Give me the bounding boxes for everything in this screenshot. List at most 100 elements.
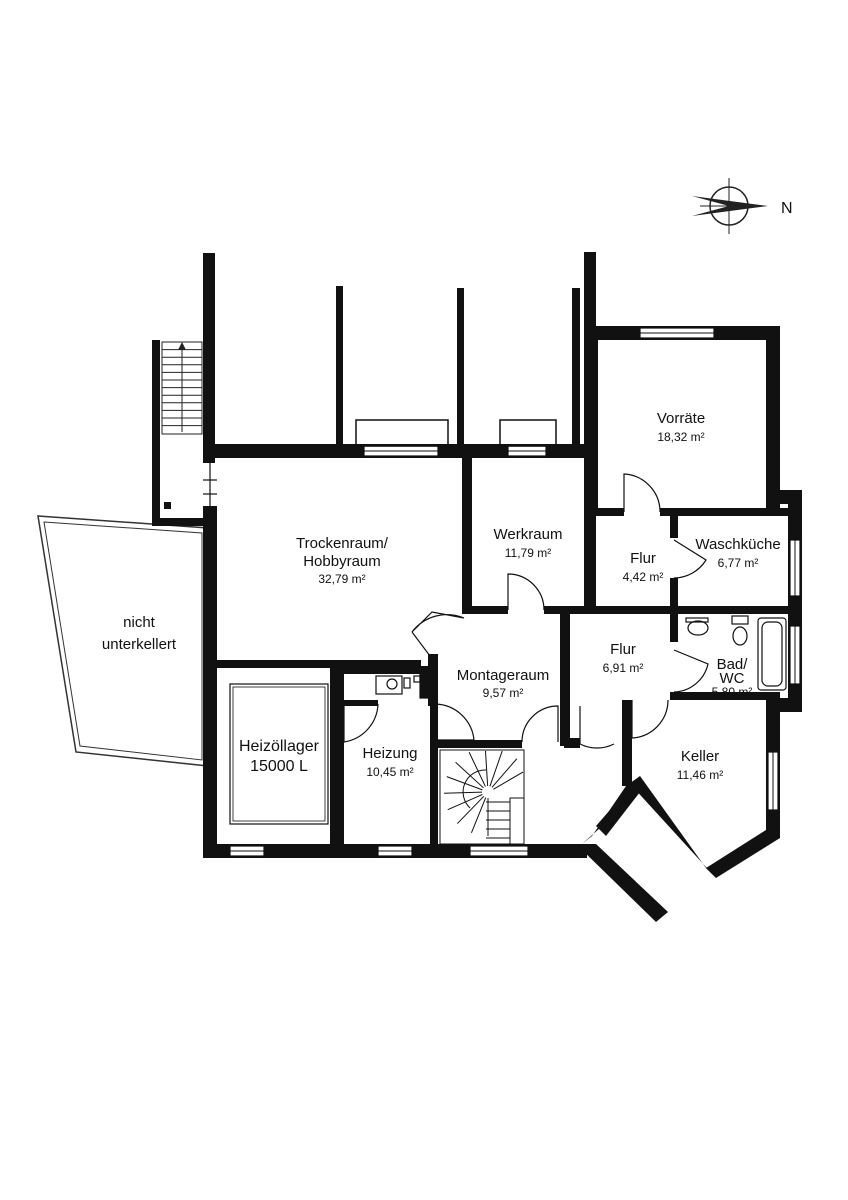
wall-werkraum-right [584, 456, 596, 614]
wall-trockenraum-bottom [203, 660, 421, 668]
wall-keller-diag [632, 776, 716, 878]
wall-bad-left-a [670, 606, 678, 642]
fence-post-5 [584, 252, 596, 332]
flur-upper-name: Flur [630, 550, 656, 567]
doors [343, 473, 709, 749]
exterior-stairs-wall-left [152, 340, 160, 526]
vorraete-name: Vorräte [657, 410, 705, 427]
wall-vorraete-right [766, 326, 780, 514]
wall-montage-left-a [428, 654, 438, 706]
wall-heizoellager-right [330, 666, 338, 856]
door-heizung [343, 703, 379, 743]
bad-wc-name-line2: WC [720, 670, 745, 687]
door-flur-lower-left [579, 706, 615, 749]
wall-entrance-upper [596, 780, 640, 836]
montageraum-name: Montageraum [457, 667, 550, 684]
trockenraum-name-line2: Hobbyraum [303, 553, 381, 570]
interior-staircase [439, 749, 525, 845]
interior-stair-tread [493, 771, 524, 790]
heizoellager-name-line1: Heizöllager [239, 738, 320, 755]
wall-waschkueche-left-b [670, 578, 678, 614]
door-vorraete [623, 473, 661, 513]
interior-stair-tread [455, 761, 484, 789]
exterior-stairs-arrow-head [178, 342, 186, 350]
wall-flur-lower-left [560, 614, 570, 746]
wall-flur-lower-notch [564, 738, 580, 748]
bad-wc-area: 5,80 m² [712, 685, 753, 699]
wall-waschkueche-top [660, 508, 802, 516]
side-opening [203, 462, 217, 506]
fence-post-1 [203, 253, 215, 463]
montageraum-area: 9,57 m² [483, 686, 524, 700]
interior-stair-tread [489, 750, 503, 787]
waschkueche-area: 6,77 m² [718, 556, 759, 570]
wall-flur-divider [584, 606, 678, 614]
fence-post-2 [336, 286, 343, 446]
oil-tank-outer [229, 683, 329, 825]
wall-werkraum-bottom-b [544, 606, 598, 614]
light-well-1 [355, 419, 449, 447]
unexcavated-label-line1: nicht [123, 614, 156, 631]
interior-stair-tread [446, 776, 483, 791]
interior-stair-tread [447, 793, 483, 811]
room-labels: Vorräte 18,32 m² Trockenraum/ Hobbyraum … [239, 410, 781, 782]
door-werkraum [507, 573, 545, 611]
bathroom-fixtures [685, 615, 787, 691]
wall-left-upper [203, 506, 217, 666]
flur-lower-area: 6,91 m² [603, 661, 644, 675]
wall-waschkueche-left-a [670, 508, 678, 538]
werkraum-name: Werkraum [494, 526, 563, 543]
interior-stair-tread [444, 791, 483, 794]
door-keller [631, 699, 669, 739]
trockenraum-area: 32,79 m² [318, 572, 365, 586]
compass-needle-icon [692, 196, 768, 216]
door-bad [673, 649, 709, 693]
compass-north-label: N [781, 200, 793, 217]
bad-wc-name-line1: Bad/ [717, 656, 749, 673]
werkraum-area: 11,79 m² [505, 546, 551, 560]
exterior-stairs [152, 340, 208, 526]
sink-icon [687, 620, 709, 636]
interior-stair-tread [468, 752, 486, 787]
compass: N [692, 178, 793, 234]
light-wells [355, 419, 557, 447]
walls [203, 326, 802, 922]
wall-heizung-left [336, 666, 344, 856]
interior-stair-tread [491, 758, 518, 788]
fence-post-3 [457, 288, 464, 446]
windows [229, 327, 801, 857]
wall-werkraum-bottom-a [462, 606, 508, 614]
wall-heizung-mid [336, 700, 378, 706]
keller-area: 11,46 m² [677, 768, 723, 782]
flur-lower-name: Flur [610, 641, 636, 658]
wall-werkraum-left [462, 456, 472, 610]
heizung-name: Heizung [362, 745, 417, 762]
vorraete-area: 18,32 m² [657, 430, 704, 444]
heating-unit-icon [375, 671, 431, 699]
wall-left-lower [203, 660, 217, 858]
toilet-icon [732, 626, 748, 646]
door-montage-stair [521, 705, 559, 743]
door-waschkueche [673, 539, 707, 579]
wall-flur-upper-top [596, 508, 624, 516]
door-montage-heizung [435, 703, 475, 741]
unexcavated-inner-outline [43, 521, 203, 761]
wall-keller-bottom [706, 830, 780, 878]
fence-posts [203, 252, 596, 463]
wall-heizung-top [336, 666, 438, 674]
interior-stair-tread [470, 797, 487, 833]
interior-stair-tread [484, 750, 489, 787]
flur-upper-area: 4,42 m² [623, 570, 664, 584]
bathtub-icon [757, 617, 787, 691]
wall-flur-lower-right [622, 700, 632, 786]
keller-name: Keller [681, 748, 719, 765]
heizung-area: 10,45 m² [366, 765, 413, 779]
wall-bad-bottom [670, 692, 780, 700]
light-well-2 [499, 419, 557, 447]
waschkueche-name: Waschküche [695, 536, 780, 553]
fence-post-4 [572, 288, 580, 446]
wall-stair-top [438, 740, 522, 748]
door-trockenraum [411, 611, 465, 633]
unexcavated-label-line2: unterkellert [102, 636, 177, 653]
